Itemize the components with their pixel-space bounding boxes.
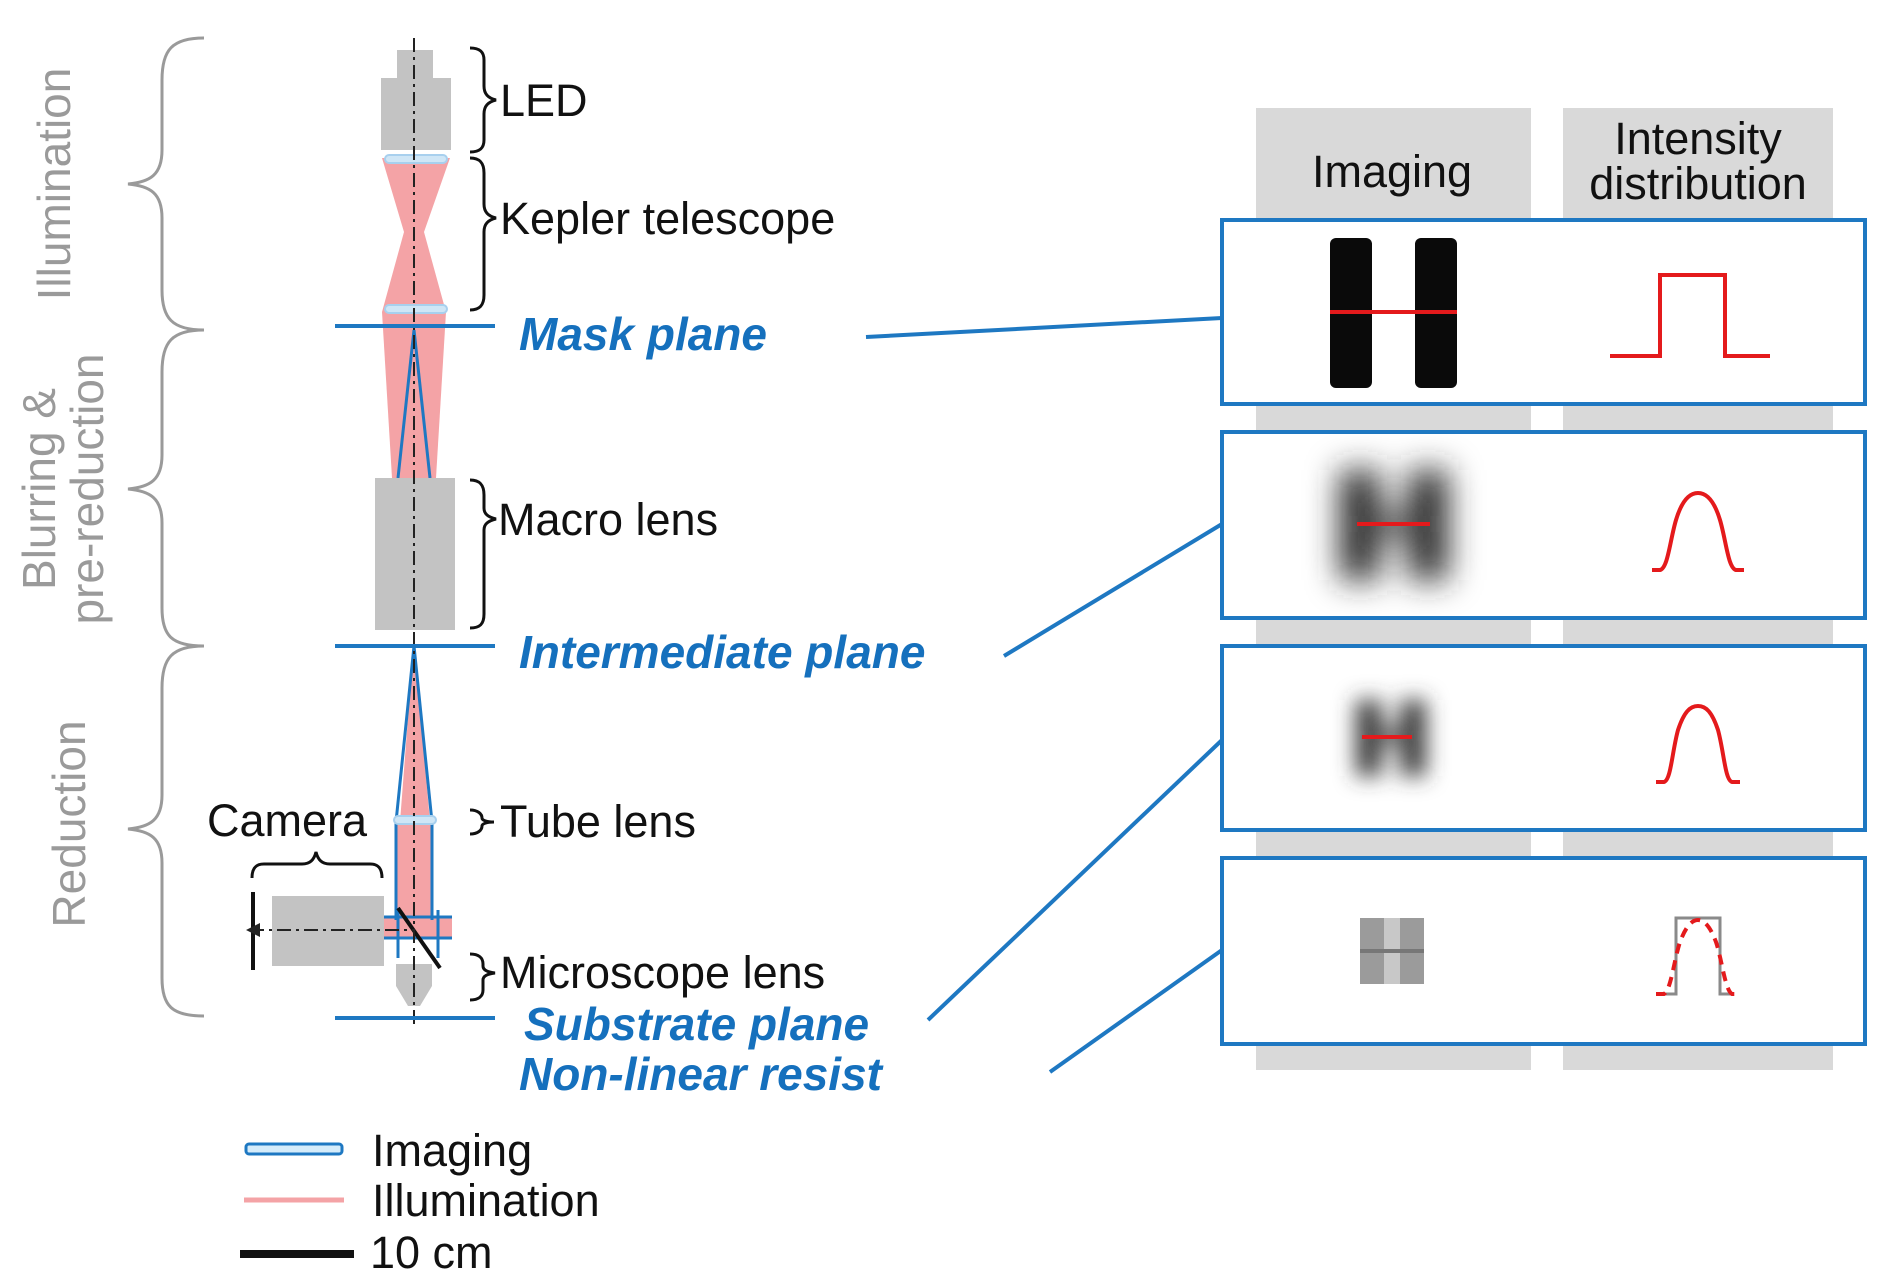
mask-plane-leader [865, 316, 1223, 339]
camera-axis-arrowhead [246, 923, 260, 937]
mask-plane-label: Mask plane [519, 308, 767, 360]
section-label-blurring-line2: pre-reduction [61, 353, 113, 624]
intensity-column-header-line2: distribution [1589, 158, 1807, 209]
non-linear-resist-label: Non-linear resist [519, 1048, 884, 1100]
illumination-beam-camera-branch [384, 918, 452, 938]
intermediate-plane-label: Intermediate plane [519, 626, 925, 678]
macro-brace [469, 478, 497, 630]
legend-scale-label: 10 cm [370, 1227, 493, 1278]
led-label: LED [500, 75, 588, 126]
led-brace [469, 46, 497, 154]
intermediate-intensity-curve [1652, 490, 1744, 572]
kepler-brace [469, 156, 497, 312]
resist-leader [1048, 948, 1224, 1074]
intermediate-plane-panel [1220, 430, 1867, 620]
resist-panel [1220, 856, 1867, 1046]
reduction-brace [127, 644, 205, 1018]
substrate-intensity-curve [1656, 703, 1740, 784]
tube-lens-label: Tube lens [500, 796, 696, 847]
substrate-plane-panel [1220, 644, 1867, 832]
camera-brace [250, 851, 384, 879]
illumination-brace [127, 36, 205, 332]
kepler-lens-1 [384, 154, 448, 164]
camera-label: Camera [207, 795, 368, 846]
kepler-telescope-label: Kepler telescope [500, 193, 835, 244]
section-label-illumination: Illumination [28, 68, 80, 301]
tube-brace [469, 808, 495, 836]
section-label-blurring-line1: Blurring & [13, 388, 65, 590]
illumination-beam-lower [400, 640, 430, 822]
imaging-ray-left-mid [396, 329, 416, 479]
macro-lens-label: Macro lens [498, 494, 718, 545]
microscope-lens-label: Microscope lens [500, 947, 825, 998]
intensity-column-header-line1: Intensity [1614, 113, 1782, 164]
imaging-ray-right-mid [412, 329, 432, 479]
substrate-plane-leader [926, 738, 1224, 1022]
kepler-lens-2 [384, 304, 448, 314]
legend: Imaging Illumination 10 cm [240, 1125, 600, 1278]
beam-splitter [396, 906, 442, 970]
blurring-brace [127, 328, 205, 648]
mask-plane-panel [1220, 218, 1867, 406]
section-label-reduction: Reduction [43, 720, 95, 927]
mask-intensity-curve [1610, 273, 1770, 358]
resist-intensity-curve [1656, 917, 1740, 996]
imaging-column-header: Imaging [1312, 146, 1472, 197]
legend-illumination-label: Illumination [372, 1175, 600, 1226]
intermediate-plane-leader [1002, 522, 1224, 658]
legend-imaging-label: Imaging [372, 1125, 532, 1176]
illumination-beam-upper [382, 158, 450, 312]
led-body [381, 78, 451, 150]
legend-imaging-swatch [244, 1142, 344, 1156]
substrate-plane-label: Substrate plane [524, 998, 869, 1050]
microscope-brace [469, 952, 496, 1002]
